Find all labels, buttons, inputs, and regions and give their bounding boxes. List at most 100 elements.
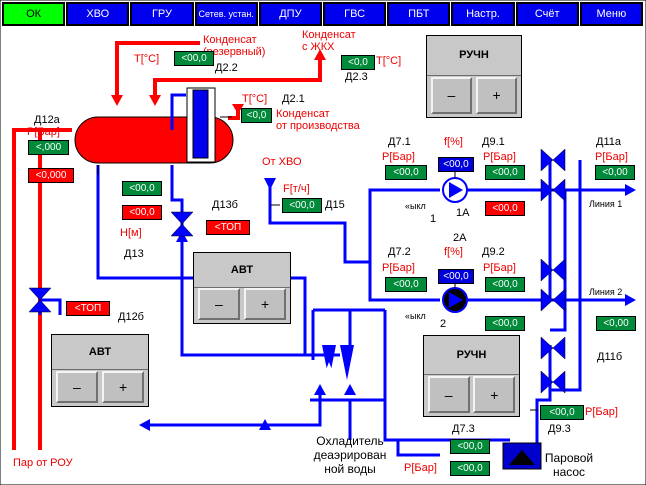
d11a-pres-unit: Р[Бар] — [595, 151, 628, 163]
toolbar-dpu-button[interactable]: ДПУ — [258, 2, 322, 26]
line2-label: Линия 2 — [589, 287, 623, 297]
deaerator-level — [192, 89, 209, 159]
d71-pres-value: <00,0 — [385, 165, 427, 180]
cond-reserve-label: Конденсат(резервный) — [203, 34, 266, 58]
d11a-pres-value: <0,00 — [595, 165, 635, 180]
d93-label: Д9.3 — [548, 423, 571, 435]
pump1-num: 1 — [430, 213, 437, 225]
ruch-panel-pump2: РУЧН – + — [423, 335, 520, 417]
f2-unit: f[%] — [444, 246, 463, 258]
toolbar-menu-button[interactable]: Меню — [579, 2, 643, 26]
d11b-pres-value: <0,00 — [596, 316, 636, 331]
d13-label: Д13 — [124, 248, 144, 260]
line1-label: Линия 1 — [589, 199, 623, 209]
d21-label: Д2.1 — [282, 93, 305, 105]
d12a-pres-value: <,000 — [28, 140, 69, 155]
d22-label: Д2.2 — [215, 62, 238, 74]
d15-label: Д15 — [325, 199, 345, 211]
d91-pres-unit: Р[Бар] — [483, 151, 516, 163]
d92-label: Д9.2 — [482, 246, 505, 258]
d15-flow-value: <00,0 — [282, 198, 322, 213]
d92-value-b: <00,0 — [485, 316, 525, 331]
d12b-valve-position: <ТОП — [66, 301, 110, 316]
d92-pres-unit: Р[Бар] — [483, 262, 516, 274]
toolbar-network-button[interactable]: Сетев. устан. — [194, 2, 258, 26]
toolbar-settings-button[interactable]: Настр. — [451, 2, 515, 26]
d23-label: Д2.3 — [345, 71, 368, 83]
d22-temp-value: <00,0 — [174, 51, 214, 66]
d71-pres-unit: Р[Бар] — [382, 151, 415, 163]
steam-pump-symbol — [509, 450, 535, 465]
toolbar-ok-button[interactable]: ОК — [2, 2, 66, 26]
toolbar-pbt-button[interactable]: ПБТ — [387, 2, 451, 26]
toolbar-count-button[interactable]: Счёт — [515, 2, 579, 26]
ruch-pump2-minus-button[interactable]: – — [427, 376, 470, 413]
water-arrows — [139, 178, 636, 431]
d12a-pres-unit: Р[Бар] — [27, 126, 60, 138]
d21-temp-unit: T[°С] — [242, 93, 268, 105]
d73-value-a: <00,0 — [450, 439, 490, 454]
steam-pipes — [12, 41, 322, 450]
pump2-freq-value: <00,0 — [438, 269, 474, 284]
pump2-num: 2 — [440, 318, 447, 330]
d15-flow-unit: F[т/ч] — [283, 183, 310, 195]
avt-d12b-minus-button[interactable]: – — [55, 370, 99, 403]
d93-pres-value: <00,0 — [540, 405, 584, 420]
avt-panel-d12b-title: АВТ — [52, 335, 148, 371]
ruch-panel-pump2-title: РУЧН — [424, 336, 519, 376]
avt-panel-d13b: АВТ – + — [193, 252, 291, 324]
pump1-tag: 1А — [456, 207, 470, 219]
d23-temp-value: <0,0 — [341, 55, 375, 70]
d11a-label: Д11а — [596, 136, 621, 148]
avt-d13b-minus-button[interactable]: – — [197, 288, 241, 320]
d21-temp-value: <0,0 — [241, 108, 272, 123]
par-rou-label: Пар от РОУ — [13, 457, 73, 469]
d13-value-b: <00,0 — [122, 205, 162, 220]
d93-pres-unit: Р[Бар] — [585, 406, 618, 418]
d72-pres-unit: Р[Бар] — [382, 262, 415, 274]
ruch-pump1-plus-button[interactable]: + — [475, 76, 518, 114]
d13-level-unit: Н[м] — [120, 227, 142, 239]
f1-unit: f[%] — [444, 136, 463, 148]
ot-hvo-label: От ХВО — [262, 156, 302, 168]
toolbar-hvo-button[interactable]: ХВО — [66, 2, 130, 26]
d13b-label: Д13б — [212, 199, 238, 211]
pump2-off-label: «ыкл — [405, 311, 426, 321]
ruch-panel-pump1-title: РУЧН — [427, 36, 521, 76]
toolbar-gru-button[interactable]: ГРУ — [130, 2, 194, 26]
d13-value-a: <00,0 — [122, 181, 162, 196]
pump1-freq-value: <00,0 — [438, 157, 474, 172]
d91-value-b: <00,0 — [485, 201, 525, 216]
avt-panel-d12b: АВТ – + — [51, 334, 149, 407]
cooler-exchanger — [322, 345, 354, 380]
d13b-valve-position: <ТОП — [206, 220, 250, 235]
d12a-label: Д12а — [34, 114, 60, 126]
avt-d12b-plus-button[interactable]: + — [101, 370, 145, 403]
pump2-tag: 2А — [453, 232, 467, 244]
valves — [28, 148, 566, 394]
d23-temp-unit: T[°С] — [376, 55, 402, 67]
pump1-off-label: «ыкл — [405, 201, 426, 211]
avt-d13b-plus-button[interactable]: + — [243, 288, 287, 320]
d73-label: Д7.3 — [452, 423, 475, 435]
d71-label: Д7.1 — [388, 136, 411, 148]
water-pipes — [38, 93, 625, 457]
d91-value-a: <00,0 — [485, 165, 525, 180]
d72-label: Д7.2 — [388, 246, 411, 258]
toolbar-gvs-button[interactable]: ГВС — [323, 2, 387, 26]
d92-value-a: <00,0 — [485, 277, 525, 292]
d12a-alarm-value: <0,000 — [28, 168, 74, 183]
d73-value-b: <00,0 — [450, 461, 490, 476]
steam-arrows — [111, 49, 326, 114]
ruch-pump2-plus-button[interactable]: + — [473, 376, 516, 413]
ruch-pump1-minus-button[interactable]: – — [430, 76, 473, 114]
pump-1-arrow — [449, 182, 463, 198]
d12b-label: Д12б — [118, 311, 144, 323]
d73-pres-unit: Р[Бар] — [404, 462, 437, 474]
pump-2-arrow — [449, 292, 463, 308]
avt-panel-d13b-title: АВТ — [194, 253, 290, 288]
d22-temp-unit: T[°С] — [134, 53, 160, 65]
